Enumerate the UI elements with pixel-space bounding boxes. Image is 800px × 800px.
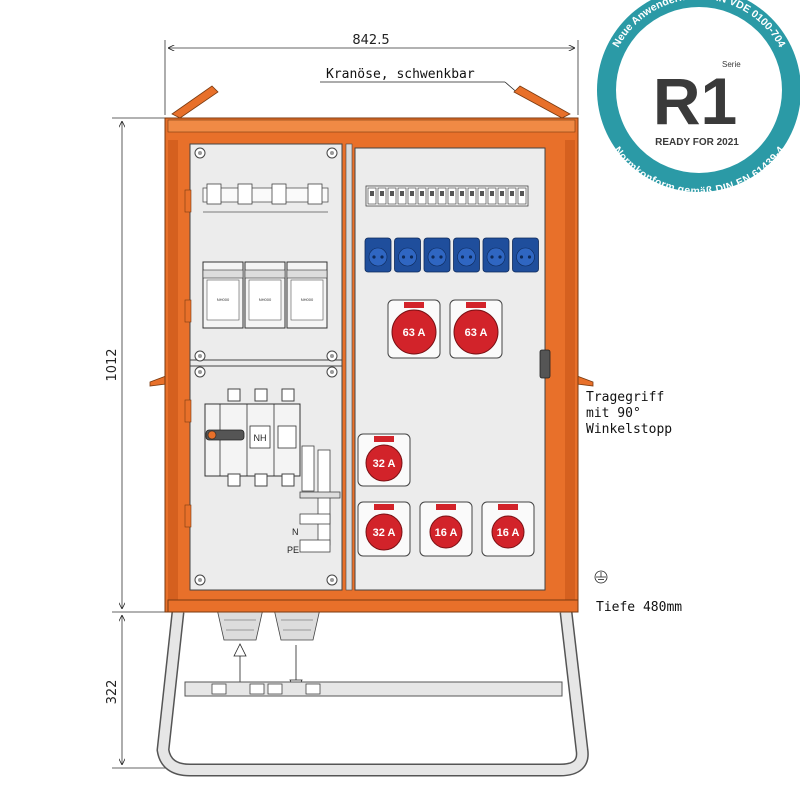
badge-ready: READY FOR 2021 xyxy=(655,137,739,148)
handle-annotation: Tragegriff mit 90° Winkelstopp xyxy=(586,390,672,437)
schuko-socket xyxy=(512,237,539,273)
cee-63a-right: 63 A xyxy=(449,299,503,359)
height-main-label: 1012 xyxy=(105,348,120,381)
mcb-module xyxy=(507,187,517,205)
switch-handle xyxy=(205,429,245,441)
dimension-width: 842.5 xyxy=(164,33,579,115)
schuko-socket xyxy=(364,237,392,273)
r1-badge: Neue Anwendernorm DIN VDE 0100-704 Normk… xyxy=(597,0,800,197)
width-label: 842.5 xyxy=(352,33,389,48)
schuko-socket xyxy=(394,237,421,273)
mcb-module xyxy=(517,187,527,205)
mcb-module xyxy=(367,187,377,205)
ground-symbol xyxy=(594,570,608,584)
depth-label: Tiefe 480mm xyxy=(596,600,682,615)
mcb-module xyxy=(377,187,387,205)
dimension-height: 1012 322 xyxy=(105,117,170,769)
mcb-module xyxy=(497,187,507,205)
fuse-label-1: NH000 xyxy=(217,297,230,302)
cee-32a-bottom-label: 32 A xyxy=(373,527,396,539)
cee-63a-left-label: 63 A xyxy=(403,327,426,339)
cee-32a-bottom: 32 A xyxy=(357,501,411,557)
top-terminals xyxy=(202,183,329,213)
fuse-block-3: NH000 xyxy=(286,261,328,329)
fuse-block-1: NH000 xyxy=(202,261,244,329)
schuko-socket xyxy=(423,237,451,273)
handle-label-1: Tragegriff xyxy=(586,390,664,405)
cable-glands xyxy=(214,599,323,693)
mcb-module xyxy=(437,187,447,205)
mcb-module xyxy=(447,187,457,205)
main-switch: NH xyxy=(204,388,301,487)
cee-16a-right: 16 A xyxy=(481,501,535,557)
cee-32a-top-label: 32 A xyxy=(373,458,396,470)
badge-big-text: R1 xyxy=(653,64,737,138)
cee-16a-left: 16 A xyxy=(419,501,473,557)
crane-eyelets xyxy=(171,85,571,119)
mcb-module xyxy=(407,187,417,205)
cee-63a-right-label: 63 A xyxy=(465,327,488,339)
switch-label: NH xyxy=(254,433,267,443)
mcb-module xyxy=(417,187,427,205)
mcb-module xyxy=(487,187,497,205)
n-label: N xyxy=(292,527,299,537)
pe-label: PE xyxy=(287,545,299,555)
schuko-socket xyxy=(482,237,510,273)
cee-16a-right-label: 16 A xyxy=(497,527,520,539)
handle-label-2: mit 90° xyxy=(586,406,641,421)
mcb-module xyxy=(397,187,407,205)
schuko-row xyxy=(364,237,539,273)
mcb-module xyxy=(427,187,437,205)
cee-16a-left-label: 16 A xyxy=(435,527,458,539)
eyelet-label: Kranöse, schwenkbar xyxy=(326,67,475,82)
handle-label-3: Winkelstopp xyxy=(586,422,672,437)
schuko-socket xyxy=(453,237,480,273)
cee-63a-left: 63 A xyxy=(387,299,441,359)
mcb-row xyxy=(365,185,529,207)
height-stand-label: 322 xyxy=(105,680,120,705)
door-latch xyxy=(539,349,551,379)
mcb-module xyxy=(457,187,467,205)
eyelet-annotation: Kranöse, schwenkbar xyxy=(320,67,521,96)
cee-32a-top: 32 A xyxy=(357,433,411,487)
badge-series: Serie xyxy=(722,60,741,69)
stand-frame xyxy=(156,599,589,777)
nh-fuse-blocks: NH000 NH000 NH000 xyxy=(202,261,328,329)
fuse-block-2: NH000 xyxy=(244,261,286,329)
fuse-label-2: NH000 xyxy=(259,297,272,302)
mcb-module xyxy=(467,187,477,205)
mcb-module xyxy=(477,187,487,205)
mcb-module xyxy=(387,187,397,205)
fuse-label-3: NH000 xyxy=(301,297,314,302)
n-pe-terminals: N PE xyxy=(287,445,341,555)
